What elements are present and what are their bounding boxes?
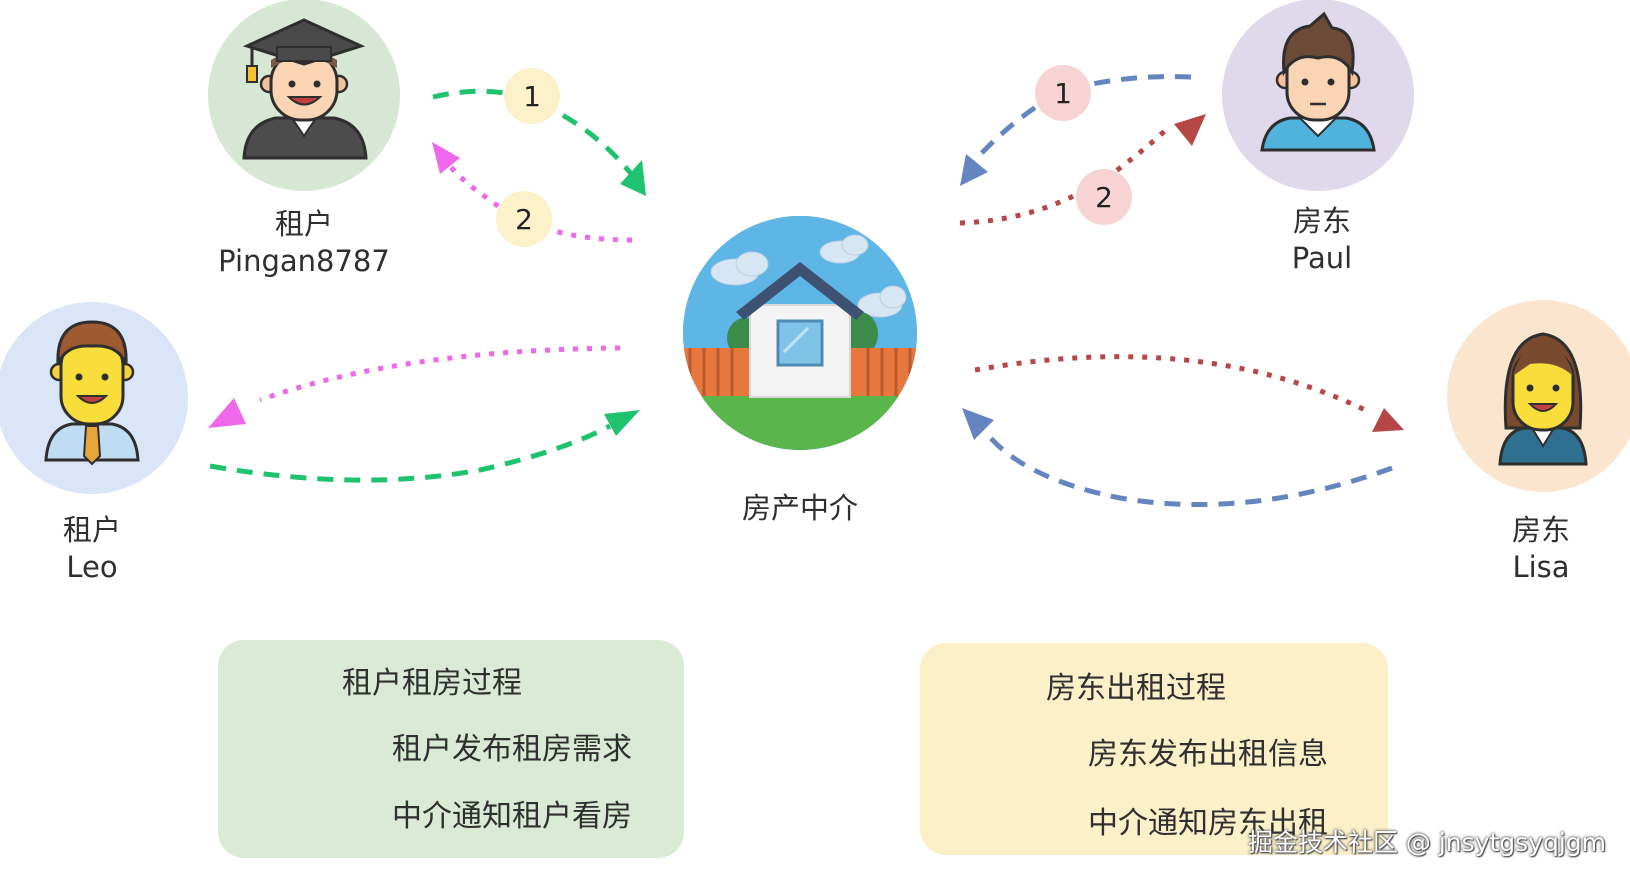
landlord-paul-publish-arrow [960,74,1192,186]
legend-landlord-item-2: 中介通知房东出租 [1088,806,1328,841]
agency-name: 房产中介 [741,491,858,525]
tenant-leo-avatar-icon [0,302,188,494]
landlord-lisa-name: Lisa [1512,550,1570,584]
tenant-leo-request-arrow [209,410,640,483]
landlord-lisa-publish-arrow [962,408,1393,508]
step-badge-label: 2 [1095,181,1113,214]
step-badge-label: 2 [515,203,533,236]
landlord-paul-avatar-icon [1222,0,1414,191]
step-badge-paul-1: 1 [1035,65,1091,121]
tenant-leo-name: Leo [66,550,118,584]
tenant-pingan-label: 租户 Pingan8787 [184,206,424,280]
landlord-lisa-avatar-icon [1447,300,1630,492]
watermark: 掘金技术社区 @ jnsytgsyqjgm [1247,828,1606,857]
legend-tenant-item-2: 中介通知租户看房 [392,799,632,834]
landlord-paul-notify-arrow [959,114,1206,226]
legend-tenant-title: 租户租房过程 [342,666,522,701]
step-badge-label: 1 [523,80,541,113]
landlord-lisa-notify-arrow [974,354,1404,432]
landlord-paul-label: 房东 Paul [1202,203,1442,277]
step-badge-pingan-2: 2 [496,191,552,247]
legend-tenant-item-1: 租户发布租房需求 [392,732,632,767]
agency-house-icon [683,216,917,450]
tenant-pingan-avatar-icon [208,0,400,191]
agency-label: 房产中介 [680,490,920,527]
legend-landlord-box: 房东出租过程 房东发布出租信息 中介通知房东出租 [920,643,1388,855]
landlord-paul-name: Paul [1291,241,1353,275]
step-badge-paul-2: 2 [1076,169,1132,225]
tenant-leo-notify-arrow [208,345,621,428]
tenant-pingan-name: Pingan8787 [218,244,390,278]
legend-landlord-item-1: 房东发布出租信息 [1088,737,1328,772]
legend-tenant-box: 租户租房过程 租户发布租房需求 中介通知租户看房 [218,640,684,858]
landlord-lisa-role: 房东 [1511,513,1570,547]
tenant-leo-role: 租户 [62,513,121,547]
landlord-lisa-label: 房东 Lisa [1421,512,1630,586]
tenant-pingan-role: 租户 [274,207,333,241]
landlord-paul-role: 房东 [1292,204,1351,238]
tenant-pingan-notify-arrow [432,142,633,243]
step-badge-label: 1 [1054,77,1072,110]
step-badge-pingan-1: 1 [504,68,560,124]
legend-landlord-title: 房东出租过程 [1046,671,1226,706]
tenant-leo-label: 租户 Leo [0,512,212,586]
